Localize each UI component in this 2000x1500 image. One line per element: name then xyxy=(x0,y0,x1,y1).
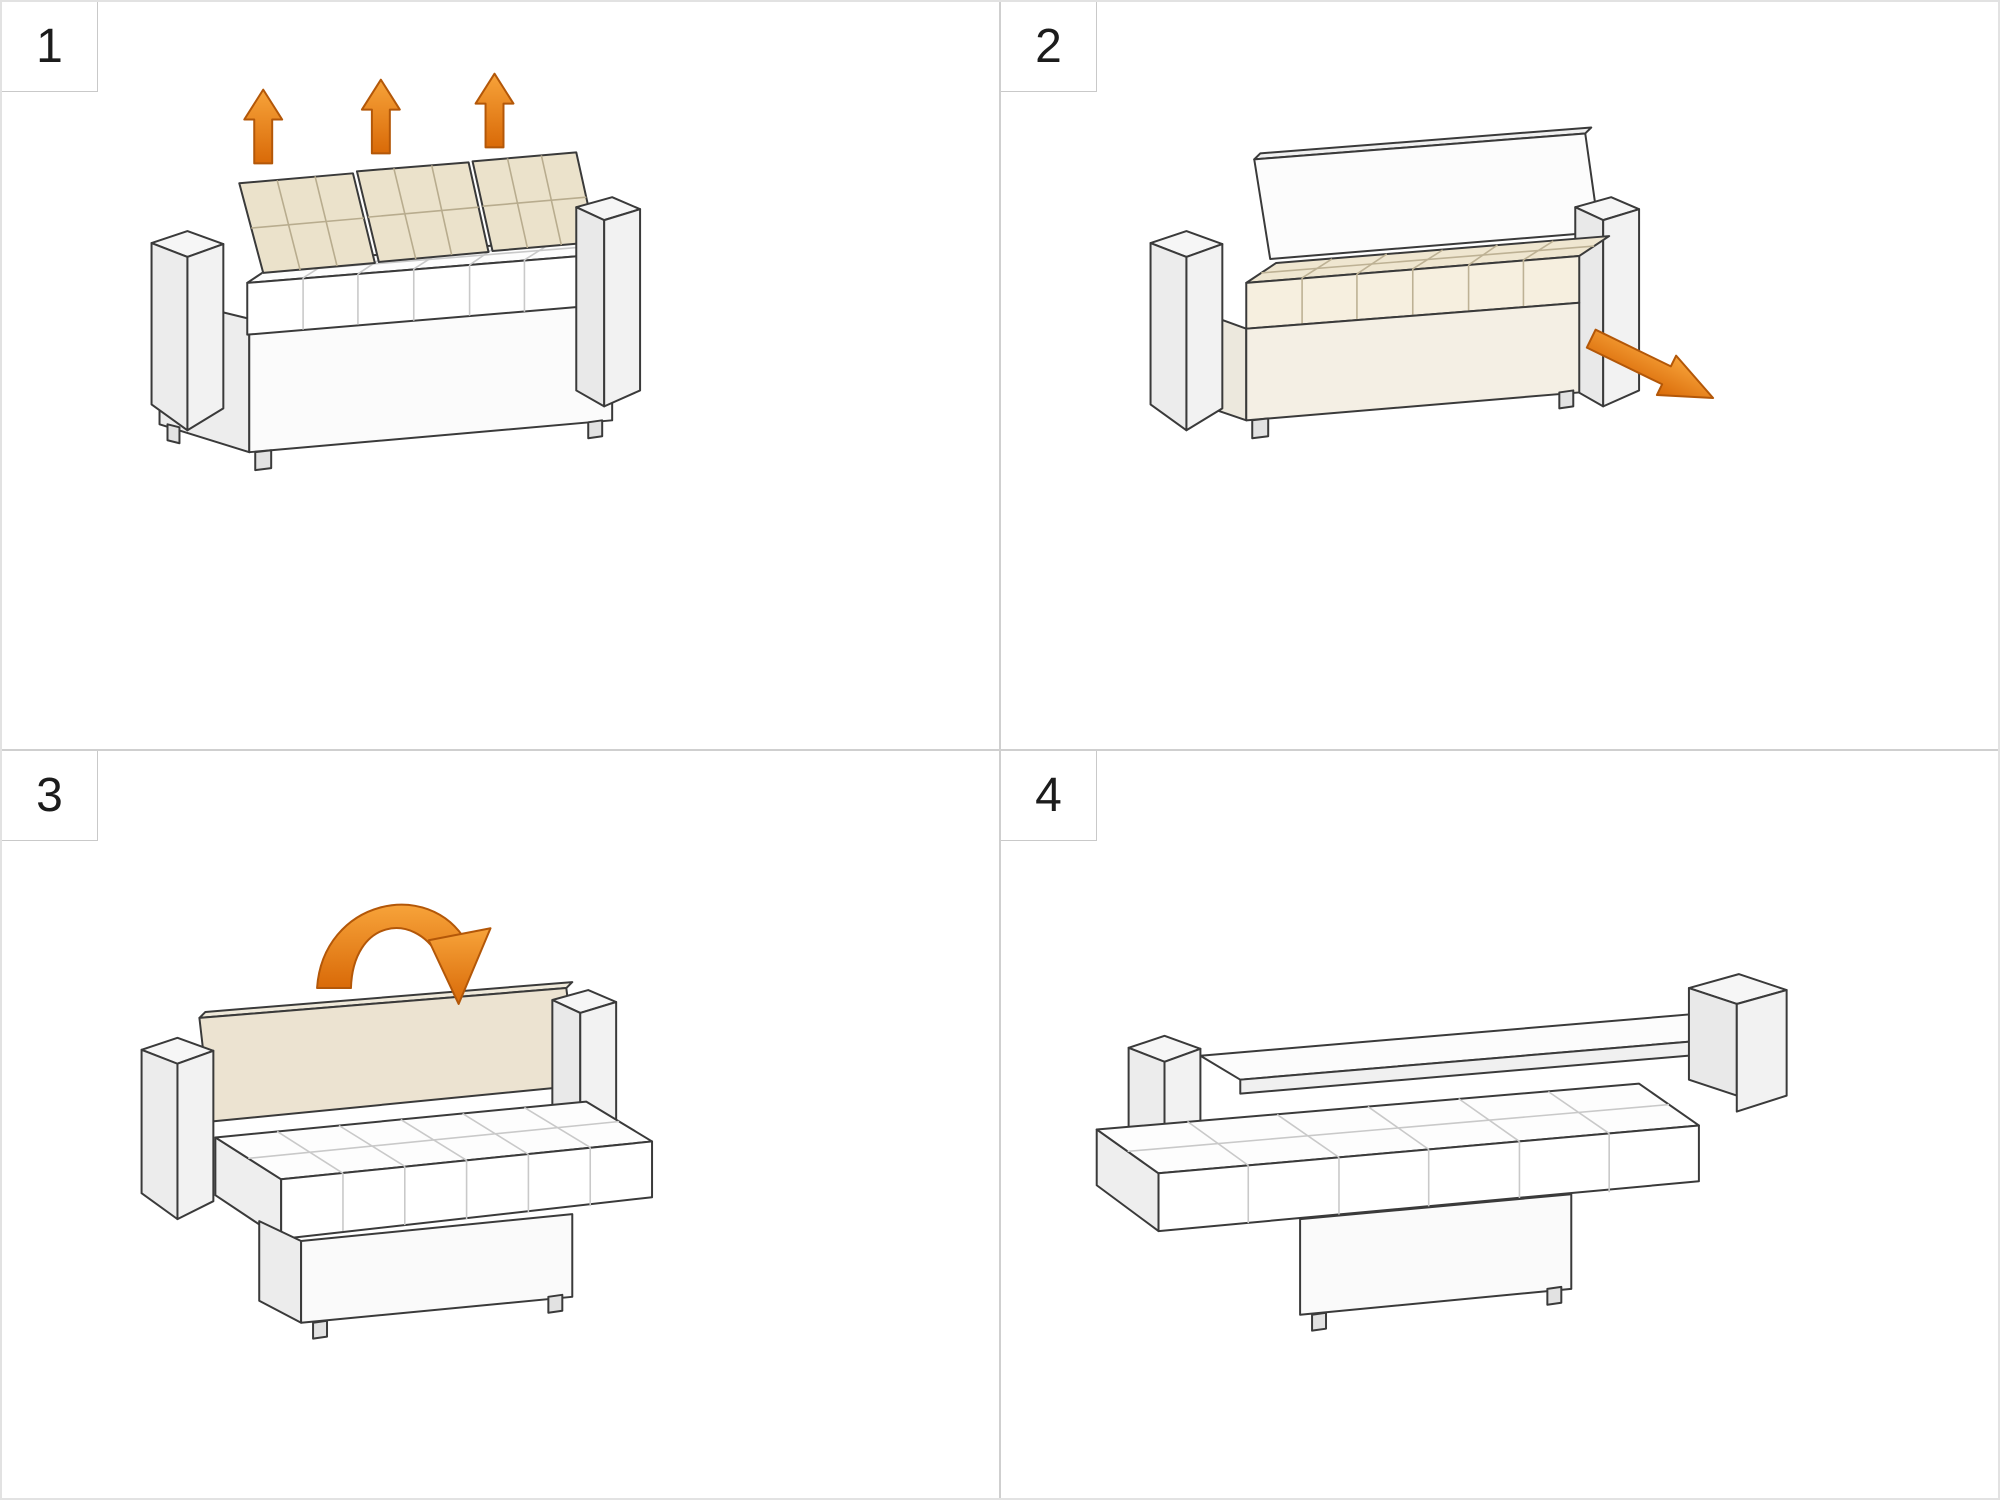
step-1-number-badge: 1 xyxy=(2,2,98,92)
sofa-with-back-cushions xyxy=(150,151,642,472)
arrow-up-icon xyxy=(243,72,515,165)
seat-tufting xyxy=(1261,240,1595,326)
step-2-illustration xyxy=(1149,126,1715,440)
step-panel-3: 3 xyxy=(2,751,999,1498)
step-panel-1: 1 xyxy=(2,2,999,749)
step-1-illustration xyxy=(150,72,642,472)
sofa-feet xyxy=(312,1293,564,1340)
sofa-seat-extended xyxy=(140,981,654,1340)
sofa-feet xyxy=(1311,1285,1563,1332)
cushion-tufting xyxy=(251,155,587,271)
step-3-number-badge: 3 xyxy=(2,751,98,841)
mattress-tufting xyxy=(1127,1090,1670,1224)
step-panel-4: 4 xyxy=(1001,751,1998,1498)
step-number: 1 xyxy=(36,19,63,73)
step-2-number-badge: 2 xyxy=(1001,2,1097,92)
step-4-illustration xyxy=(1095,973,1788,1332)
step-number: 3 xyxy=(36,768,63,822)
arrow-fold-down-icon xyxy=(316,903,492,1005)
arrow-pull-out-icon xyxy=(1585,328,1715,400)
sofa-cushions-removed xyxy=(1149,126,1641,440)
sofa-flat-bed xyxy=(1095,973,1788,1332)
step-panel-2: 2 xyxy=(1001,2,1998,749)
step-4-number-badge: 4 xyxy=(1001,751,1097,841)
step-number: 4 xyxy=(1035,768,1062,822)
step-3-illustration xyxy=(140,903,654,1340)
step-number: 2 xyxy=(1035,19,1062,73)
sofa-feet xyxy=(166,419,604,472)
mattress-tufting xyxy=(248,1106,620,1232)
